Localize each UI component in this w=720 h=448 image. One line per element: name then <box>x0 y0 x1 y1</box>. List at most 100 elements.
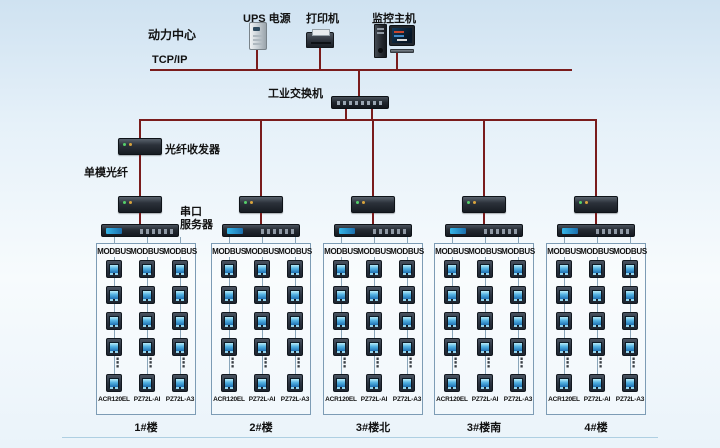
power-meter-icon <box>556 286 572 304</box>
more-meters-ellipsis: ⋮ <box>404 355 417 370</box>
power-meter-icon <box>366 312 382 330</box>
power-meter-icon <box>221 374 237 392</box>
switch-downlink-line <box>345 109 347 120</box>
server-to-bus-line <box>407 237 408 244</box>
meter-model-label: ACR120EL <box>325 396 357 403</box>
server-to-bus-line <box>485 237 486 244</box>
host-monitor-icon <box>389 25 415 46</box>
power-meter-icon <box>254 286 270 304</box>
single-mode-fiber-label: 单模光纤 <box>84 167 128 179</box>
more-meters-ellipsis: ⋮ <box>482 355 495 370</box>
power-meter-icon <box>254 374 270 392</box>
drop-line <box>260 121 262 196</box>
host-label: 监控主机 <box>372 13 416 25</box>
power-meter-icon <box>287 260 303 278</box>
power-meter-icon <box>139 338 155 356</box>
modbus-label: MODBUS <box>547 247 581 256</box>
power-meter-icon <box>221 338 237 356</box>
industrial-switch-icon <box>331 96 389 109</box>
drop-line <box>139 121 141 138</box>
power-meter-icon <box>172 286 188 304</box>
modbus-label: MODBUS <box>163 247 197 256</box>
ups-icon <box>249 22 267 50</box>
power-meter-icon <box>333 312 349 330</box>
printer-icon <box>306 29 334 48</box>
modbus-label: MODBUS <box>390 247 424 256</box>
more-meters-ellipsis: ⋮ <box>292 355 305 370</box>
serial-server-icon <box>222 224 300 237</box>
meter-model-label: ACR120EL <box>436 396 468 403</box>
serial-server-label: 串口 服务器 <box>180 206 213 231</box>
modbus-label: MODBUS <box>580 247 614 256</box>
power-meter-icon <box>510 374 526 392</box>
drop-line <box>595 213 597 224</box>
power-meter-icon <box>589 374 605 392</box>
power-meter-icon <box>254 338 270 356</box>
meter-model-label: PZ72L-AI <box>583 396 611 403</box>
power-meter-icon <box>589 260 605 278</box>
modbus-label: MODBUS <box>357 247 391 256</box>
power-meter-icon <box>622 286 638 304</box>
server-to-bus-line <box>518 237 519 244</box>
server-to-bus-line <box>374 237 375 244</box>
power-meter-icon <box>477 260 493 278</box>
modbus-label: MODBUS <box>245 247 279 256</box>
power-meter-icon <box>622 338 638 356</box>
power-meter-icon <box>221 286 237 304</box>
power-meter-icon <box>106 374 122 392</box>
power-meter-icon <box>399 286 415 304</box>
power-meter-icon <box>366 286 382 304</box>
power-meter-icon <box>556 374 572 392</box>
server-to-bus-line <box>452 237 453 244</box>
power-meter-icon <box>366 260 382 278</box>
modbus-label: MODBUS <box>130 247 164 256</box>
fiber-transceiver-icon <box>239 196 283 213</box>
switch-downlink-line <box>371 109 373 120</box>
drop-line <box>483 213 485 224</box>
meter-model-label: ACR120EL <box>548 396 580 403</box>
power-meter-icon <box>622 374 638 392</box>
power-meter-icon <box>172 338 188 356</box>
power-meter-icon <box>444 374 460 392</box>
building-label: 2#楼 <box>249 422 273 434</box>
power-meter-icon <box>622 312 638 330</box>
power-meter-icon <box>254 312 270 330</box>
meter-model-label: ACR120EL <box>213 396 245 403</box>
meter-model-label: PZ72L-AI <box>248 396 276 403</box>
modbus-label: MODBUS <box>278 247 312 256</box>
power-meter-icon <box>444 338 460 356</box>
power-center-label: 动力中心 <box>148 28 197 42</box>
power-meter-icon <box>366 374 382 392</box>
building-label: 4#楼 <box>584 422 608 434</box>
more-meters-ellipsis: ⋮ <box>338 355 351 370</box>
power-meter-icon <box>106 286 122 304</box>
power-meter-icon <box>172 312 188 330</box>
host-connector-line <box>396 53 398 70</box>
server-to-bus-line <box>341 237 342 244</box>
bottom-accent-line <box>62 437 658 438</box>
power-meter-icon <box>333 286 349 304</box>
server-to-bus-line <box>295 237 296 244</box>
power-meter-icon <box>287 286 303 304</box>
power-meter-icon <box>510 286 526 304</box>
building-label: 3#楼南 <box>466 422 502 434</box>
tcpip-label: TCP/IP <box>152 54 188 66</box>
power-meter-icon <box>172 260 188 278</box>
modbus-label: MODBUS <box>613 247 647 256</box>
power-meter-icon <box>106 312 122 330</box>
power-meter-icon <box>139 312 155 330</box>
more-meters-ellipsis: ⋮ <box>594 355 607 370</box>
power-meter-icon <box>287 338 303 356</box>
power-meter-icon <box>221 260 237 278</box>
power-meter-icon <box>399 338 415 356</box>
more-meters-ellipsis: ⋮ <box>111 355 124 370</box>
serial-server-icon <box>445 224 523 237</box>
power-meter-icon <box>477 286 493 304</box>
server-to-bus-line <box>180 237 181 244</box>
building-label: 1#楼 <box>134 422 158 434</box>
meter-model-label: PZ72L-A3 <box>165 396 195 403</box>
